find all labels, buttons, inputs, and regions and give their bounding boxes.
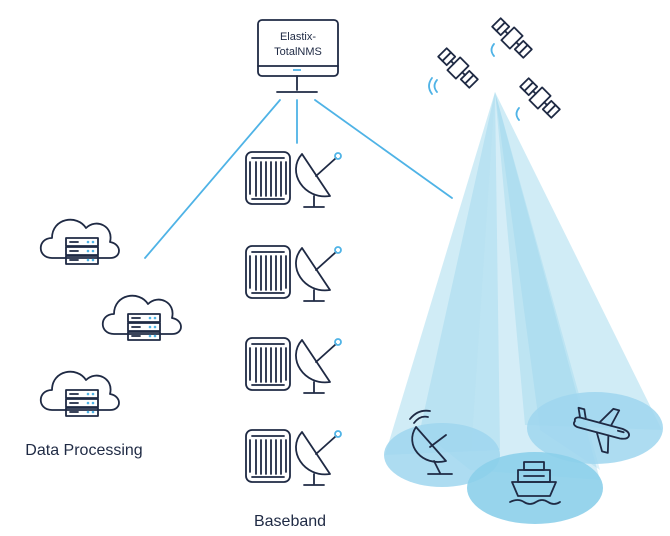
baseband-modem-icon — [245, 151, 291, 205]
baseband-modem-icon — [245, 337, 291, 391]
data-processing-label: Data Processing — [25, 442, 142, 459]
baseband-modem-icon — [245, 429, 291, 483]
coverage-footprints — [384, 392, 663, 524]
cloud-server-icon — [39, 218, 120, 265]
coverage-beams — [385, 92, 662, 480]
cloud-server-icon — [101, 294, 182, 341]
satellite-icon — [489, 15, 535, 61]
satellite-dish-icon — [295, 430, 342, 486]
computer-monitor-icon[interactable]: Elastix- TotalNMS — [257, 19, 339, 93]
satellite-dish-icon — [295, 338, 342, 394]
airplane-icon — [572, 406, 630, 454]
signal-waves — [428, 43, 520, 121]
satellite-icon — [435, 45, 481, 91]
baseband-label: Baseband — [254, 513, 326, 530]
ship-icon — [509, 461, 561, 505]
satellite-dish-icon — [295, 246, 342, 302]
ground-station-dish-icon — [409, 409, 453, 475]
cloud-server-icon — [39, 370, 120, 417]
monitor-title-line2: TotalNMS — [274, 46, 322, 58]
connection-lines — [144, 99, 453, 259]
satellite-dish-icon — [295, 152, 342, 208]
baseband-modem-icon — [245, 245, 291, 299]
satellite-icon — [517, 75, 563, 121]
monitor-title-line1: Elastix- — [280, 31, 316, 43]
